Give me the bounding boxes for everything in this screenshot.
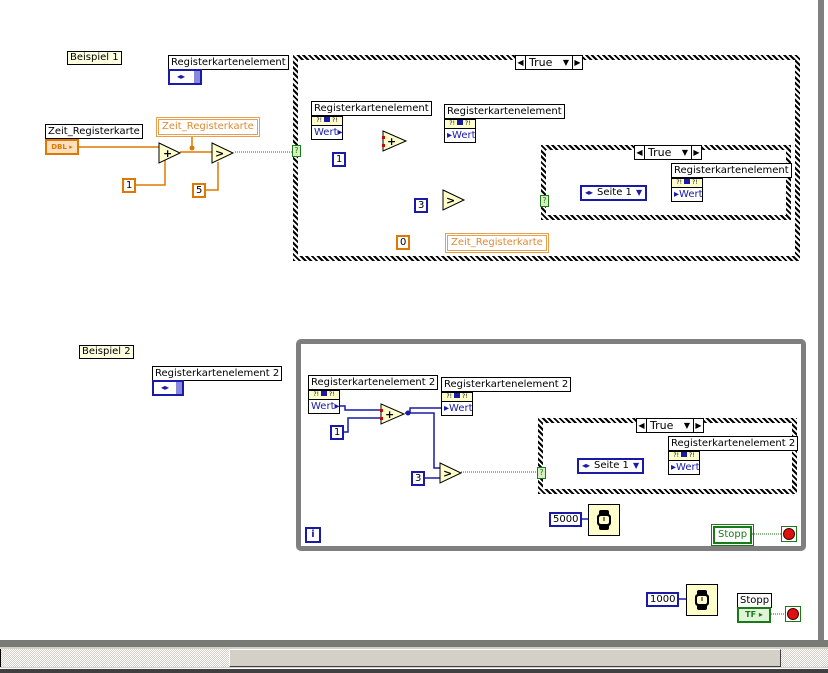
chevron-down-icon: ▼ — [562, 58, 569, 67]
case-next-icon[interactable]: ▶ — [693, 419, 703, 432]
time-control-label: Zeit_Registerkarte — [45, 124, 143, 139]
comment-example-1: Beispiel 1 — [67, 51, 122, 65]
wire2-const1-add — [343, 417, 381, 433]
watch-icon — [695, 590, 709, 610]
comment-example-2: Beispiel 2 — [79, 345, 134, 359]
case-next-icon[interactable]: ▶ — [572, 56, 582, 69]
case-selector-inner[interactable]: ◀ True▼ ▶ — [634, 145, 702, 160]
property-label: Registerkartenelement — [671, 163, 792, 178]
wire-junction — [405, 410, 411, 416]
enum-arrows-icon: ◂▸ — [177, 72, 186, 81]
while-loop[interactable] — [296, 339, 806, 551]
property-read-label: Registerkartenelement — [311, 101, 432, 116]
chevron-down-icon: ▼ — [683, 421, 690, 430]
svg-text:>: > — [443, 467, 452, 480]
case-prev-icon[interactable]: ◀ — [635, 146, 645, 159]
tab-control-label: Registerkartenelement — [168, 55, 289, 70]
wait-ms-function[interactable] — [686, 584, 718, 616]
case-prev-icon[interactable]: ◀ — [637, 419, 647, 432]
property-node-write[interactable]: ?!?! ▸Wert — [441, 392, 473, 416]
iteration-terminal: i — [305, 527, 321, 543]
stop-control-terminal[interactable]: TF ▸ — [737, 607, 771, 623]
chevron-down-icon: ▼ — [681, 148, 688, 157]
tab-control-2-label: Registerkartenelement 2 — [152, 366, 283, 381]
watch-icon — [597, 510, 611, 530]
svg-text:+: + — [163, 147, 172, 160]
property-node-read[interactable]: ?!?! Wert▸ — [308, 390, 340, 414]
wire2-read-to-add — [339, 405, 381, 411]
enum-arrows-icon: ◂▸ — [585, 188, 594, 197]
wait-ms-function[interactable] — [588, 504, 620, 536]
time-local-variable[interactable]: Zeit_Registerkarte — [156, 117, 260, 137]
numeric-constant-1[interactable]: 1 — [332, 152, 347, 167]
enum-arrows-icon: ◂▸ — [161, 383, 170, 392]
property-label: Registerkartenelement 2 — [668, 436, 799, 451]
add-function-icon[interactable]: + — [158, 142, 182, 164]
wire-const5-to-compare — [206, 162, 219, 191]
scrollbar-track-left[interactable] — [0, 649, 230, 667]
time-local-variable-reset[interactable]: Zeit_Registerkarte — [445, 233, 549, 253]
wire-junction — [189, 145, 195, 151]
greater-than-icon[interactable]: > — [211, 142, 235, 164]
scrollbar-thumb[interactable] — [229, 649, 781, 667]
wire-const1-to-add — [135, 160, 166, 186]
enum-arrows-icon: ◂▸ — [582, 461, 591, 470]
numeric-constant-1[interactable]: 1 — [330, 425, 345, 440]
numeric-constant-3[interactable]: 3 — [414, 198, 429, 213]
case-selector-terminal: ? — [540, 195, 549, 207]
vertical-divider — [818, 0, 824, 646]
wait-ms-constant[interactable]: 5000 — [549, 512, 583, 527]
property-node-write[interactable]: ?!?! ▸Wert — [671, 178, 703, 202]
chevron-down-icon: ▼ — [635, 188, 643, 197]
property-read-label: Registerkartenelement 2 — [308, 375, 439, 390]
numeric-constant-0[interactable]: 0 — [396, 235, 411, 250]
enum-constant[interactable]: ◂▸Seite 1▼ — [577, 458, 645, 474]
property-node-write[interactable]: ?!?! ▸Wert — [444, 119, 476, 143]
case-next-icon[interactable]: ▶ — [691, 146, 701, 159]
case-prev-icon[interactable]: ◀ — [516, 56, 526, 69]
stop-control-label: Stopp — [737, 593, 773, 608]
case-structure-inner-2[interactable] — [538, 418, 797, 494]
property-write-label: Registerkartenelement — [444, 104, 565, 119]
case-selector-outer[interactable]: ◀ True▼ ▶ — [515, 55, 583, 70]
time-control-terminal[interactable]: DBL ▸ — [45, 139, 79, 155]
case-selector-terminal: ? — [292, 145, 301, 157]
enum-constant[interactable]: ◂▸Seite 1▼ — [580, 185, 648, 201]
stop-icon[interactable] — [785, 606, 801, 622]
chevron-down-icon: ▼ — [632, 461, 640, 470]
svg-text:+: + — [385, 408, 394, 421]
wait-ms-constant[interactable]: 1000 — [646, 592, 680, 607]
property-node-write[interactable]: ?!?! ▸Wert — [668, 451, 700, 475]
numeric-constant-3[interactable]: 3 — [411, 471, 426, 486]
svg-text:>: > — [446, 194, 455, 207]
property-node-read[interactable]: ?!?! Wert▸ — [311, 116, 343, 140]
case-selector-terminal: ? — [537, 467, 546, 479]
add-function-icon[interactable]: + — [380, 403, 406, 425]
svg-text:>: > — [215, 147, 224, 160]
greater-than-icon[interactable]: > — [439, 462, 463, 484]
tab-control-2-terminal[interactable]: ◂▸ — [152, 380, 184, 396]
loop-condition-stop-icon[interactable] — [781, 526, 797, 542]
horizontal-scrollbar[interactable] — [0, 647, 828, 673]
scrollbar-track-right[interactable] — [781, 649, 828, 667]
numeric-constant-1[interactable]: 1 — [122, 178, 137, 193]
wire2-add-to-compare — [408, 412, 440, 469]
property-write-label: Registerkartenelement 2 — [441, 377, 572, 392]
greater-than-icon[interactable]: > — [442, 189, 466, 211]
stop-button-terminal[interactable]: Stopp — [710, 524, 755, 546]
case-selector-inner-2[interactable]: ◀ True▼ ▶ — [636, 418, 704, 433]
add-function-icon[interactable]: + — [382, 130, 408, 152]
tab-control-terminal[interactable]: ◂▸ — [168, 69, 202, 85]
numeric-constant-5[interactable]: 5 — [192, 183, 207, 198]
horizontal-divider — [0, 640, 828, 647]
svg-text:+: + — [387, 135, 396, 148]
